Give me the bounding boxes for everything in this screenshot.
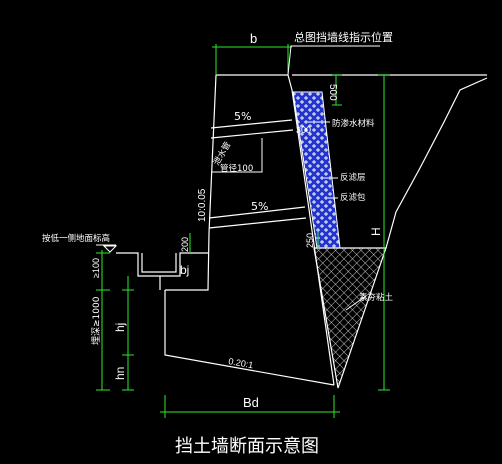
drain-pipe-lower xyxy=(208,206,307,229)
dim-b-label: b xyxy=(250,31,257,46)
dim-ge100-label: ≥100 xyxy=(91,258,101,278)
Bd-label: Bd xyxy=(243,395,259,410)
dim-300-label: 300 xyxy=(296,125,311,135)
dimension-lines xyxy=(96,44,390,418)
compacted-backfill xyxy=(313,247,387,389)
leader-lines xyxy=(96,45,380,311)
depth-label: 埋深≥1000 xyxy=(91,296,102,345)
slope-mid-label: 5% xyxy=(251,200,268,213)
drain-pipe-label-2: 管径100 xyxy=(220,163,253,174)
hn-label: hn xyxy=(113,367,127,380)
bj-label: bj xyxy=(180,263,189,277)
dim-250-label: 250 xyxy=(305,233,315,248)
diagram-title: 挡土墙断面示意图 xyxy=(175,436,319,457)
wall-ratio-label: 10:0.05 xyxy=(197,188,208,222)
slope-top-label: 5% xyxy=(234,110,251,123)
hj-label: hj xyxy=(113,323,127,332)
filter-strip xyxy=(292,91,341,249)
dim-200-label: 200 xyxy=(180,237,190,252)
drain-pipe-upper xyxy=(210,119,294,139)
wall-body xyxy=(116,74,335,386)
filter-pack-label: 反滤包 xyxy=(340,192,366,203)
base-slope-label: 0.20:1 xyxy=(228,356,254,370)
compacted-soil-label: 素夯粘土 xyxy=(359,292,394,303)
waterproof-label: 防渗水材料 xyxy=(332,118,375,129)
excavation-slope xyxy=(385,77,488,249)
dim-500-label: 500 xyxy=(327,84,338,101)
filter-layer-label: 反滤层 xyxy=(340,172,366,183)
ground-note-label: 按低一侧地面标高 xyxy=(42,233,110,244)
height-H-label: H xyxy=(369,227,383,236)
plan-position-label: 总图挡墙线指示位置 xyxy=(294,30,393,44)
